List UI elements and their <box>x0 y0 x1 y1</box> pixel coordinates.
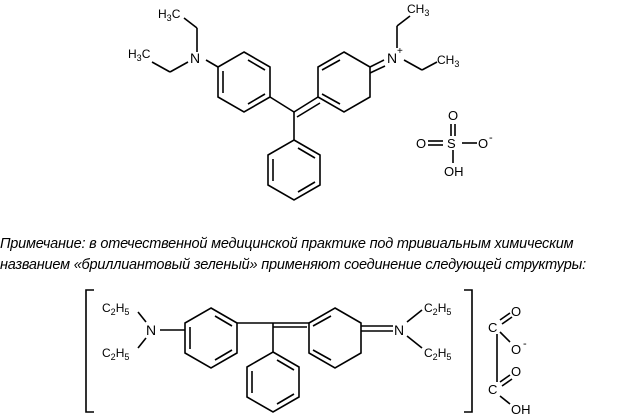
bottom-bond-n-left-up <box>137 311 147 323</box>
top-bond-n-left-left <box>169 61 189 73</box>
bottom-label-c2h5-bl: C2H5 <box>102 346 129 362</box>
top-label-n-left: N <box>190 50 200 66</box>
bottom-label-c2h5-br: C2H5 <box>424 346 451 362</box>
top-bond-up-to-ch3 <box>183 17 198 29</box>
top-bond-ring-to-n-right <box>369 59 385 68</box>
top-bond-left-to-h3c <box>151 61 171 73</box>
top-left-benzene-ring <box>217 51 271 113</box>
bottom-label-n-right: N <box>394 322 404 338</box>
oxalate-label-o3: O <box>511 364 521 379</box>
bottom-left-benzene-ring <box>184 307 238 369</box>
left-bracket <box>85 289 94 413</box>
sulfate-label-o-left: O <box>416 136 426 151</box>
oxalate-label-c2: C <box>488 382 497 397</box>
top-bond-center-to-right-ring <box>293 96 319 113</box>
top-double-bond-ring-to-n-right <box>369 65 386 74</box>
oxalate-label-o2: O <box>511 342 521 357</box>
oxalate-bond-c1-o2 <box>499 331 511 343</box>
top-bond-n-right-right <box>403 59 423 71</box>
top-label-ch3-2: CH3 <box>437 53 459 69</box>
top-bond-right-to-ch3 <box>421 61 438 71</box>
bottom-structure <box>85 289 513 413</box>
top-bond-up-to-ch3-right <box>396 15 411 27</box>
top-label-ch3-1: CH3 <box>407 2 429 18</box>
top-bond-n-left-to-ring <box>205 59 219 68</box>
top-labels: H3C N H3C CH3 N + CH3 O O S O - OH <box>128 2 493 179</box>
top-phenyl-ring <box>267 139 321 201</box>
oxalate-label-minus: - <box>523 338 527 350</box>
bottom-label-n-left: N <box>146 322 156 338</box>
sulfate-label-minus: - <box>489 132 493 144</box>
oxalate-bond-c1-o1-double <box>501 316 513 325</box>
top-label-plus: + <box>397 46 403 57</box>
oxalate-bond-c1-o1 <box>499 312 511 321</box>
sulfate-label-o-top: O <box>448 108 458 123</box>
oxalate-bond-c2-o3-double <box>501 378 513 387</box>
note-line-1: Примечание: в отечественной медицинской … <box>0 236 574 252</box>
sulfate-label-s: S <box>447 136 456 151</box>
top-label-n-right: N <box>387 50 397 66</box>
bottom-right-quinoid-ring <box>308 307 362 369</box>
oxalate-label-o1: O <box>511 304 521 319</box>
bottom-bond-n-right-up <box>406 309 423 323</box>
bottom-bond-n-right-down <box>406 335 423 349</box>
sulfate-label-oh: OH <box>444 164 464 179</box>
bottom-label-c2h5-tr: C2H5 <box>424 301 451 317</box>
note-line-2: названием «бриллиантовый зеленый» примен… <box>0 257 586 273</box>
top-label-h3c-2: H3C <box>128 47 151 63</box>
oxalate-label-oh: OH <box>511 402 531 417</box>
oxalate-bond-c2-o3 <box>499 374 511 383</box>
bottom-phenyl-ring <box>246 351 300 413</box>
top-bond-left-ring-to-center <box>269 96 295 113</box>
top-structure <box>151 15 477 201</box>
top-right-quinoid-ring <box>317 51 371 113</box>
bottom-bond-n-left-down <box>137 337 147 349</box>
oxalate-bond-c2-oh <box>499 395 511 405</box>
top-label-h3c-1: H3C <box>158 7 181 23</box>
top-double-bond-center <box>296 102 321 118</box>
bottom-labels: C2H5 N C2H5 N C2H5 C2H5 C O O - C O OH <box>102 301 531 417</box>
bottom-label-c2h5-tl: C2H5 <box>102 301 129 317</box>
sulfate-label-o-right: O <box>478 136 488 151</box>
oxalate-label-c1: C <box>488 320 497 335</box>
right-bracket <box>464 289 473 413</box>
